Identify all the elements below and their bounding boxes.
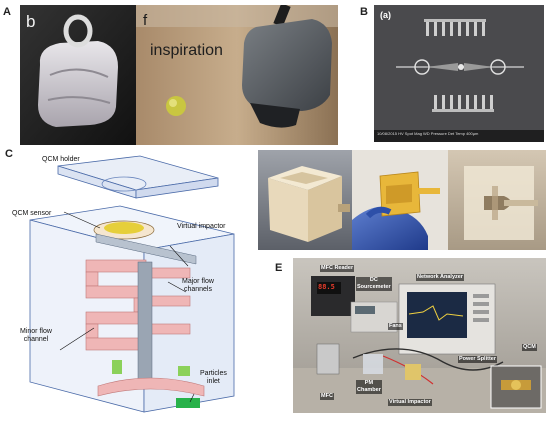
tag-virtual-impactor: Virtual Impactor bbox=[388, 399, 432, 406]
callout-particles-line1: Particles bbox=[200, 370, 227, 377]
panel-a-sub-b: b bbox=[26, 12, 36, 31]
tag-mfc: MFC bbox=[320, 393, 334, 400]
callout-major-flow: Major flow channels bbox=[182, 278, 214, 294]
panel-c-diagram-art bbox=[29, 155, 235, 413]
callout-major-flow-line1: Major flow bbox=[182, 278, 214, 285]
panel-label-b: B bbox=[360, 6, 368, 18]
mfc-reader-display: 88.5 bbox=[318, 283, 335, 291]
callout-virtual-impactor: Virtual impactor bbox=[177, 223, 226, 230]
callout-qcm-sensor: QCM sensor bbox=[12, 210, 52, 217]
panel-d-photos-art bbox=[258, 150, 546, 250]
panel-a-photo bbox=[20, 3, 338, 145]
tag-network-analyzer: Network Analyzer bbox=[416, 274, 464, 281]
panel-a-caption: inspiration bbox=[150, 42, 223, 59]
panel-d-photos bbox=[258, 150, 546, 250]
callout-major-flow-line2: channels bbox=[183, 286, 212, 293]
tag-power-splitter: Power Splitter bbox=[458, 356, 497, 363]
tag-dc-sourcemeter: DC Sourcemeter bbox=[356, 277, 392, 291]
panel-label-e: E bbox=[275, 262, 283, 274]
panel-e-photo-art bbox=[293, 258, 546, 413]
panel-label-c: C bbox=[5, 148, 13, 160]
panel-c-diagram bbox=[0, 150, 255, 418]
tag-qcm: QCM bbox=[522, 344, 537, 351]
tag-dc-line2: Sourcemeter bbox=[357, 284, 391, 290]
panel-label-a: A bbox=[3, 6, 11, 18]
callout-qcm-holder: QCM holder bbox=[42, 156, 80, 163]
panel-b-sem-image bbox=[374, 5, 544, 142]
tag-pm-line1: PM bbox=[364, 380, 374, 386]
tag-mfc-reader: MFC Reader bbox=[320, 265, 355, 272]
panel-b-sem-art bbox=[374, 5, 544, 142]
callout-minor-flow-line2: channel bbox=[23, 336, 49, 343]
callout-particles-inlet: Particles inlet bbox=[200, 370, 227, 386]
callout-particles-line2: inlet bbox=[207, 378, 220, 385]
tag-fans: Fans bbox=[388, 323, 403, 330]
tag-pm-chamber: PM Chamber bbox=[356, 380, 382, 394]
panel-a-photo-art bbox=[20, 3, 338, 145]
panel-b-footer: 10/08/2015 HV Spot Mag WD Pressure Det T… bbox=[377, 131, 479, 136]
panel-b-sub-label: (a) bbox=[380, 10, 391, 20]
callout-minor-flow-line1: Minor flow bbox=[20, 328, 52, 335]
panel-e-photo bbox=[293, 258, 546, 413]
tag-dc-line1: DC bbox=[369, 277, 378, 283]
panel-a-sub-f: f bbox=[143, 12, 148, 29]
tag-pm-line2: Chamber bbox=[357, 387, 381, 393]
callout-minor-flow: Minor flow channel bbox=[20, 328, 52, 344]
